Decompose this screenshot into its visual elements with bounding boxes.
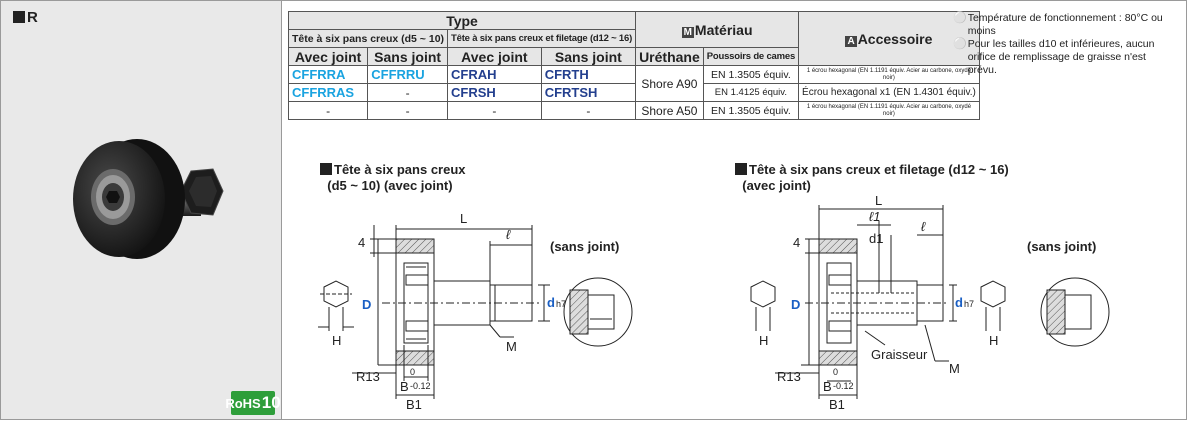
drawing2-title: Tête à six pans creux et filetage (d12 ~… [735, 162, 1009, 194]
svg-text:L: L [460, 211, 467, 226]
warning-icon: ⚪ [953, 38, 967, 50]
part-code: - [287, 101, 369, 120]
notes: ⚪Température de fonctionnement : 80°C ou… [953, 12, 1178, 77]
with-seal-header: Avec joint [447, 47, 542, 66]
svg-text:M: M [506, 339, 517, 354]
part-code[interactable]: CFRSH [447, 83, 542, 102]
type-hex-header: Tête à six pans creux (d5 ~ 10) [287, 29, 449, 48]
drawing1-diagram: L ℓ 4 D d h7 M H R13 B 0 -0.12 B1 (sans … [318, 211, 633, 412]
urethane-value: Shore A50 [635, 101, 704, 120]
svg-text:B: B [823, 379, 832, 394]
svg-text:L: L [875, 195, 882, 208]
with-seal-header: Avec joint [287, 47, 369, 66]
svg-text:0: 0 [410, 367, 415, 377]
svg-text:B1: B1 [829, 397, 845, 412]
svg-text:B1: B1 [406, 397, 422, 412]
accessory-value: 1 écrou hexagonal (EN 1.1191 équiv. Acie… [798, 101, 980, 120]
table-row: - - - - Shore A50 EN 1.3505 équiv. 1 écr… [287, 101, 980, 120]
svg-text:(sans joint): (sans joint) [550, 239, 619, 254]
without-seal-header: Sans joint [367, 47, 449, 66]
part-code[interactable]: CFFRRAS [287, 83, 369, 102]
svg-text:-0.12: -0.12 [833, 381, 854, 391]
cam-followers-header: Poussoirs de cames [702, 47, 800, 66]
urethane-header: Uréthane [635, 47, 704, 66]
svg-text:H: H [759, 333, 768, 348]
svg-text:H: H [332, 333, 341, 348]
svg-text:R13: R13 [356, 369, 380, 384]
svg-text:R13: R13 [777, 369, 801, 384]
part-code[interactable]: CFRTH [540, 65, 637, 84]
svg-text:ℓ1: ℓ1 [869, 209, 880, 224]
svg-text:D: D [362, 297, 371, 312]
svg-text:d: d [547, 295, 555, 310]
svg-text:h7: h7 [556, 299, 566, 309]
svg-text:B: B [400, 379, 409, 394]
part-code[interactable]: CFFRRU [367, 65, 449, 84]
note-item: ⚪Température de fonctionnement : 80°C ou… [953, 12, 1163, 37]
svg-text:4: 4 [793, 235, 800, 250]
without-seal-header: Sans joint [540, 47, 637, 66]
product-label: R [13, 9, 38, 26]
svg-text:0: 0 [833, 367, 838, 377]
svg-text:Graisseur: Graisseur [871, 347, 928, 362]
svg-text:H: H [989, 333, 998, 348]
svg-text:4: 4 [358, 235, 365, 250]
svg-text:ℓ: ℓ [506, 227, 511, 242]
part-code[interactable]: CFRTSH [540, 83, 637, 102]
drawing2-diagram: L ℓ1 d1 ℓ 4 D d h7 M H H R13 B 0 -0.12 B… [750, 195, 1110, 412]
svg-text:ℓ: ℓ [921, 219, 926, 234]
part-code[interactable]: CFFRRA [287, 65, 369, 84]
cam-material: EN 1.3505 équiv. [702, 65, 800, 84]
svg-text:M: M [949, 361, 960, 376]
drawing1-title: Tête à six pans creux (d5 ~ 10) (avec jo… [320, 162, 466, 194]
svg-text:d1: d1 [869, 231, 883, 246]
part-code: - [367, 83, 449, 102]
cam-material: EN 1.3505 équiv. [702, 101, 800, 120]
note-item: ⚪Pour les tailles d10 et inférieures, au… [953, 38, 1155, 76]
cam-follower-photo [73, 139, 224, 259]
part-code[interactable]: CFRAH [447, 65, 542, 84]
cam-material: EN 1.4125 équiv. [702, 83, 800, 102]
type-hex-thread-header: Tête à six pans creux et filetage (d12 ~… [447, 29, 637, 48]
part-code: - [447, 101, 542, 120]
accessory-value: Écrou hexagonal x1 (EN 1.4301 équiv.) [798, 83, 980, 102]
part-code: - [540, 101, 637, 120]
table-row: CFFRRAS - CFRSH CFRTSH EN 1.4125 équiv. … [287, 83, 980, 102]
type-header: Type [287, 11, 637, 30]
part-code: - [367, 101, 449, 120]
warning-icon: ⚪ [953, 12, 967, 24]
svg-text:h7: h7 [964, 299, 974, 309]
urethane-value: Shore A90 [635, 65, 704, 102]
svg-text:(sans joint): (sans joint) [1027, 239, 1096, 254]
table-row: CFFRRA CFFRRU CFRAH CFRTH Shore A90 EN 1… [287, 65, 980, 102]
svg-text:D: D [791, 297, 800, 312]
svg-text:d: d [955, 295, 963, 310]
svg-text:-0.12: -0.12 [410, 381, 431, 391]
